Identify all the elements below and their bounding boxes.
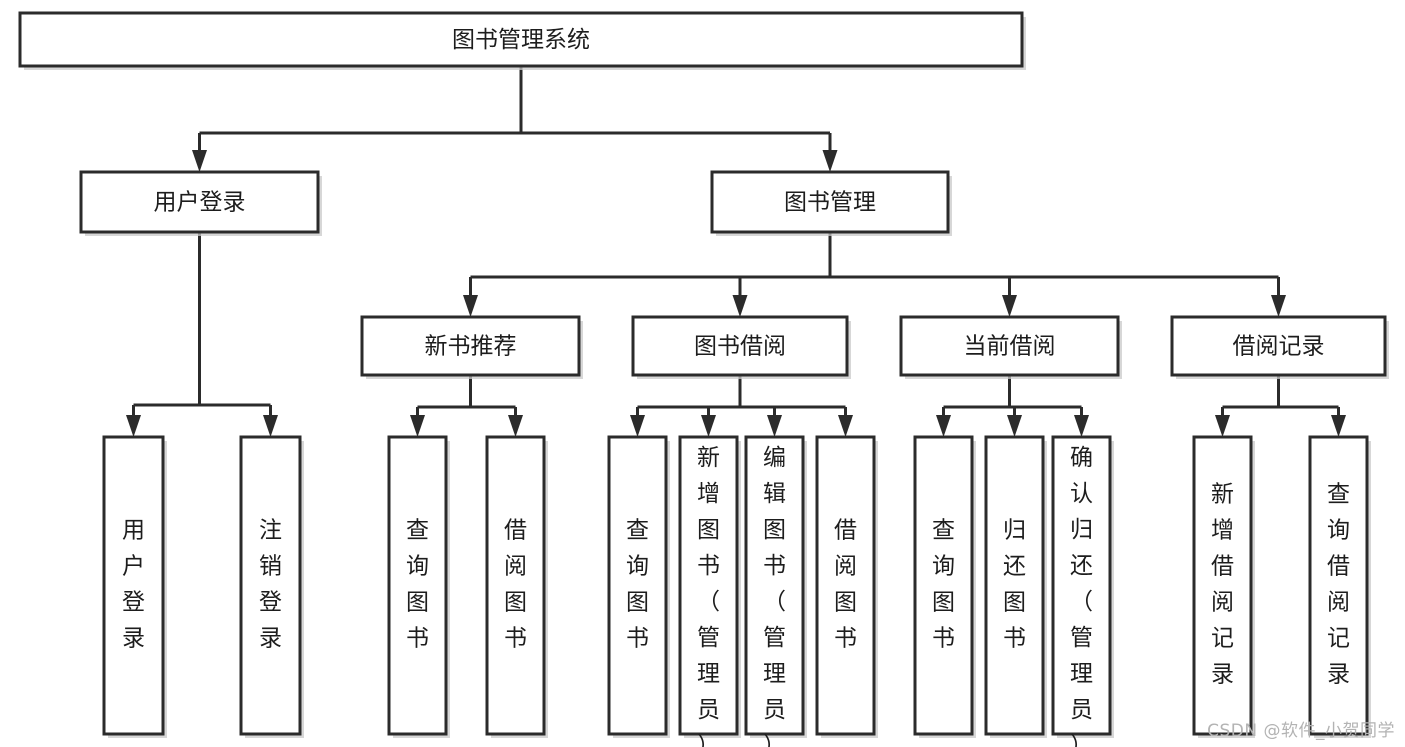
node-frame [710, 170, 950, 234]
node-leaf-user-login[interactable]: 用户登录 [102, 435, 167, 738]
node-leaf-confirm-return[interactable]: 确认归还（管理员） [1051, 435, 1114, 747]
node-label: 图书借阅 [694, 334, 786, 360]
node-frame [913, 435, 974, 736]
arrow-head-icon [1002, 295, 1017, 317]
node-label: 用户登录 [122, 518, 145, 652]
node-label: 新增图书（管理员） [697, 445, 720, 747]
node-frame [387, 435, 448, 736]
node-frame [744, 435, 805, 736]
node-label: 当前借阅 [964, 334, 1056, 360]
node-leaf-query-book-2[interactable]: 查询图书 [607, 435, 670, 738]
arrow-head-icon [838, 415, 853, 437]
node-frame [815, 435, 876, 736]
node-leaf-edit-book[interactable]: 编辑图书（管理员） [744, 435, 807, 747]
node-leaf-borrow-book-2[interactable]: 借阅图书 [815, 435, 878, 738]
node-root[interactable]: 图书管理系统 [18, 11, 1026, 70]
node-frame [360, 315, 581, 377]
watermark-label: CSDN @软件_小贺同学 [1207, 721, 1395, 741]
node-frame [79, 170, 320, 234]
node-frame [239, 435, 302, 736]
arrow-head-icon [508, 415, 523, 437]
node-frame [102, 435, 165, 736]
node-label: 归还图书 [1003, 518, 1026, 652]
node-frame [678, 435, 739, 736]
node-frame [1170, 315, 1387, 377]
node-label: 借阅记录 [1233, 334, 1325, 360]
node-label: 确认归还（管理员） [1070, 445, 1093, 747]
node-leaf-borrow-book-1[interactable]: 借阅图书 [485, 435, 548, 738]
node-label: 用户登录 [154, 190, 246, 216]
node-frame [984, 435, 1045, 736]
arrow-head-icon [767, 415, 782, 437]
node-leaf-add-book[interactable]: 新增图书（管理员） [678, 435, 741, 747]
node-leaf-return-book[interactable]: 归还图书 [984, 435, 1047, 738]
arrow-head-icon [1007, 415, 1022, 437]
connector-layer [126, 66, 1346, 437]
arrow-head-icon [936, 415, 951, 437]
node-frame [18, 11, 1024, 68]
node-label: 借阅图书 [834, 518, 857, 652]
node-borrow-record[interactable]: 借阅记录 [1170, 315, 1389, 379]
arrow-head-icon [410, 415, 425, 437]
node-label: 注销登录 [259, 518, 282, 652]
node-user-login[interactable]: 用户登录 [79, 170, 322, 236]
arrow-head-icon [1331, 415, 1346, 437]
node-label: 借阅图书 [504, 518, 527, 652]
node-layer: 图书管理系统用户登录图书管理新书推荐图书借阅当前借阅借阅记录用户登录注销登录查询… [18, 11, 1389, 747]
node-book-manage[interactable]: 图书管理 [710, 170, 952, 236]
node-label: 编辑图书（管理员） [763, 445, 786, 747]
node-book-borrow[interactable]: 图书借阅 [631, 315, 851, 379]
node-label: 查询图书 [626, 518, 649, 652]
node-label: 查询图书 [932, 518, 955, 652]
node-frame [899, 315, 1120, 377]
node-leaf-query-book-3[interactable]: 查询图书 [913, 435, 976, 738]
node-current-borrow[interactable]: 当前借阅 [899, 315, 1122, 379]
arrow-head-icon [1271, 295, 1286, 317]
node-label: 新增借阅记录 [1211, 482, 1234, 688]
arrow-head-icon [630, 415, 645, 437]
node-label: 新书推荐 [425, 334, 517, 360]
arrow-head-icon [263, 415, 278, 437]
arrow-head-icon [732, 295, 748, 317]
node-label: 图书管理系统 [452, 27, 590, 53]
node-leaf-add-record[interactable]: 新增借阅记录 [1192, 435, 1255, 738]
node-frame [631, 315, 849, 377]
node-leaf-logout[interactable]: 注销登录 [239, 435, 304, 738]
node-frame [607, 435, 668, 736]
arrow-head-icon [192, 150, 207, 172]
node-leaf-query-record[interactable]: 查询借阅记录 [1308, 435, 1371, 738]
arrow-head-icon [701, 415, 716, 437]
node-frame [485, 435, 546, 736]
node-frame [1308, 435, 1369, 736]
node-label: 图书管理 [784, 190, 876, 216]
arrow-head-icon [1074, 415, 1089, 437]
node-label: 查询借阅记录 [1327, 482, 1350, 688]
node-label: 查询图书 [406, 518, 429, 652]
arrow-head-icon [463, 295, 478, 317]
arrow-head-icon [822, 150, 838, 172]
node-frame [1192, 435, 1253, 736]
arrow-head-icon [1215, 415, 1230, 437]
node-leaf-query-book-1[interactable]: 查询图书 [387, 435, 450, 738]
node-frame [1051, 435, 1112, 736]
arrow-head-icon [126, 415, 141, 437]
node-new-book-rec[interactable]: 新书推荐 [360, 315, 583, 379]
